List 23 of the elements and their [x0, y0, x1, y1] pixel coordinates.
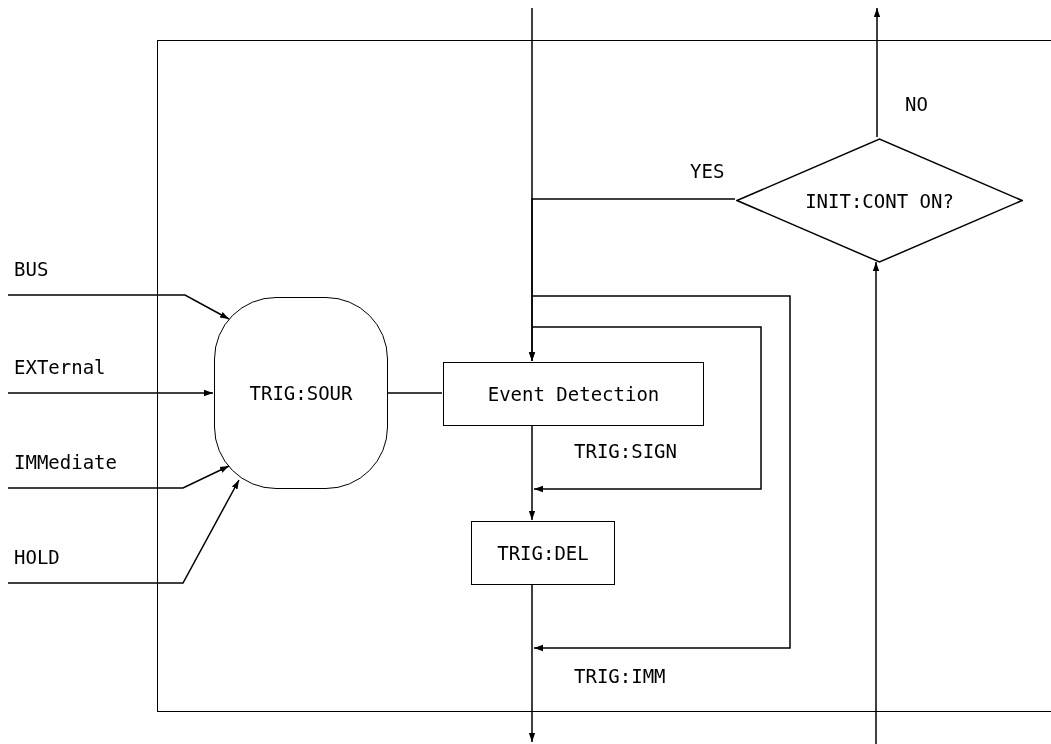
arrow [528, 583, 536, 743]
node-label: TRIG:DEL [497, 542, 589, 564]
arrow [873, 7, 881, 138]
arrow [528, 198, 736, 362]
process-box [471, 521, 615, 585]
arrow [872, 261, 880, 744]
arrow [7, 294, 230, 320]
arrow [7, 465, 230, 489]
decision-diamond [736, 138, 1023, 263]
node-label: INIT:CONT ON? [805, 189, 954, 212]
rounded-box [214, 297, 388, 489]
input-label: IMMediate [14, 451, 117, 473]
input-label: EXTernal [14, 356, 106, 378]
input-label: HOLD [14, 546, 60, 568]
node-label: TRIG:SOUR [249, 382, 353, 404]
arrow [7, 389, 214, 397]
node-label: Event Detection [487, 383, 660, 405]
connector-line [386, 392, 443, 394]
frame-box [157, 40, 1051, 712]
arrow [528, 424, 536, 521]
input-label: BUS [14, 258, 49, 280]
arrow [7, 479, 240, 584]
process-box [443, 362, 704, 426]
